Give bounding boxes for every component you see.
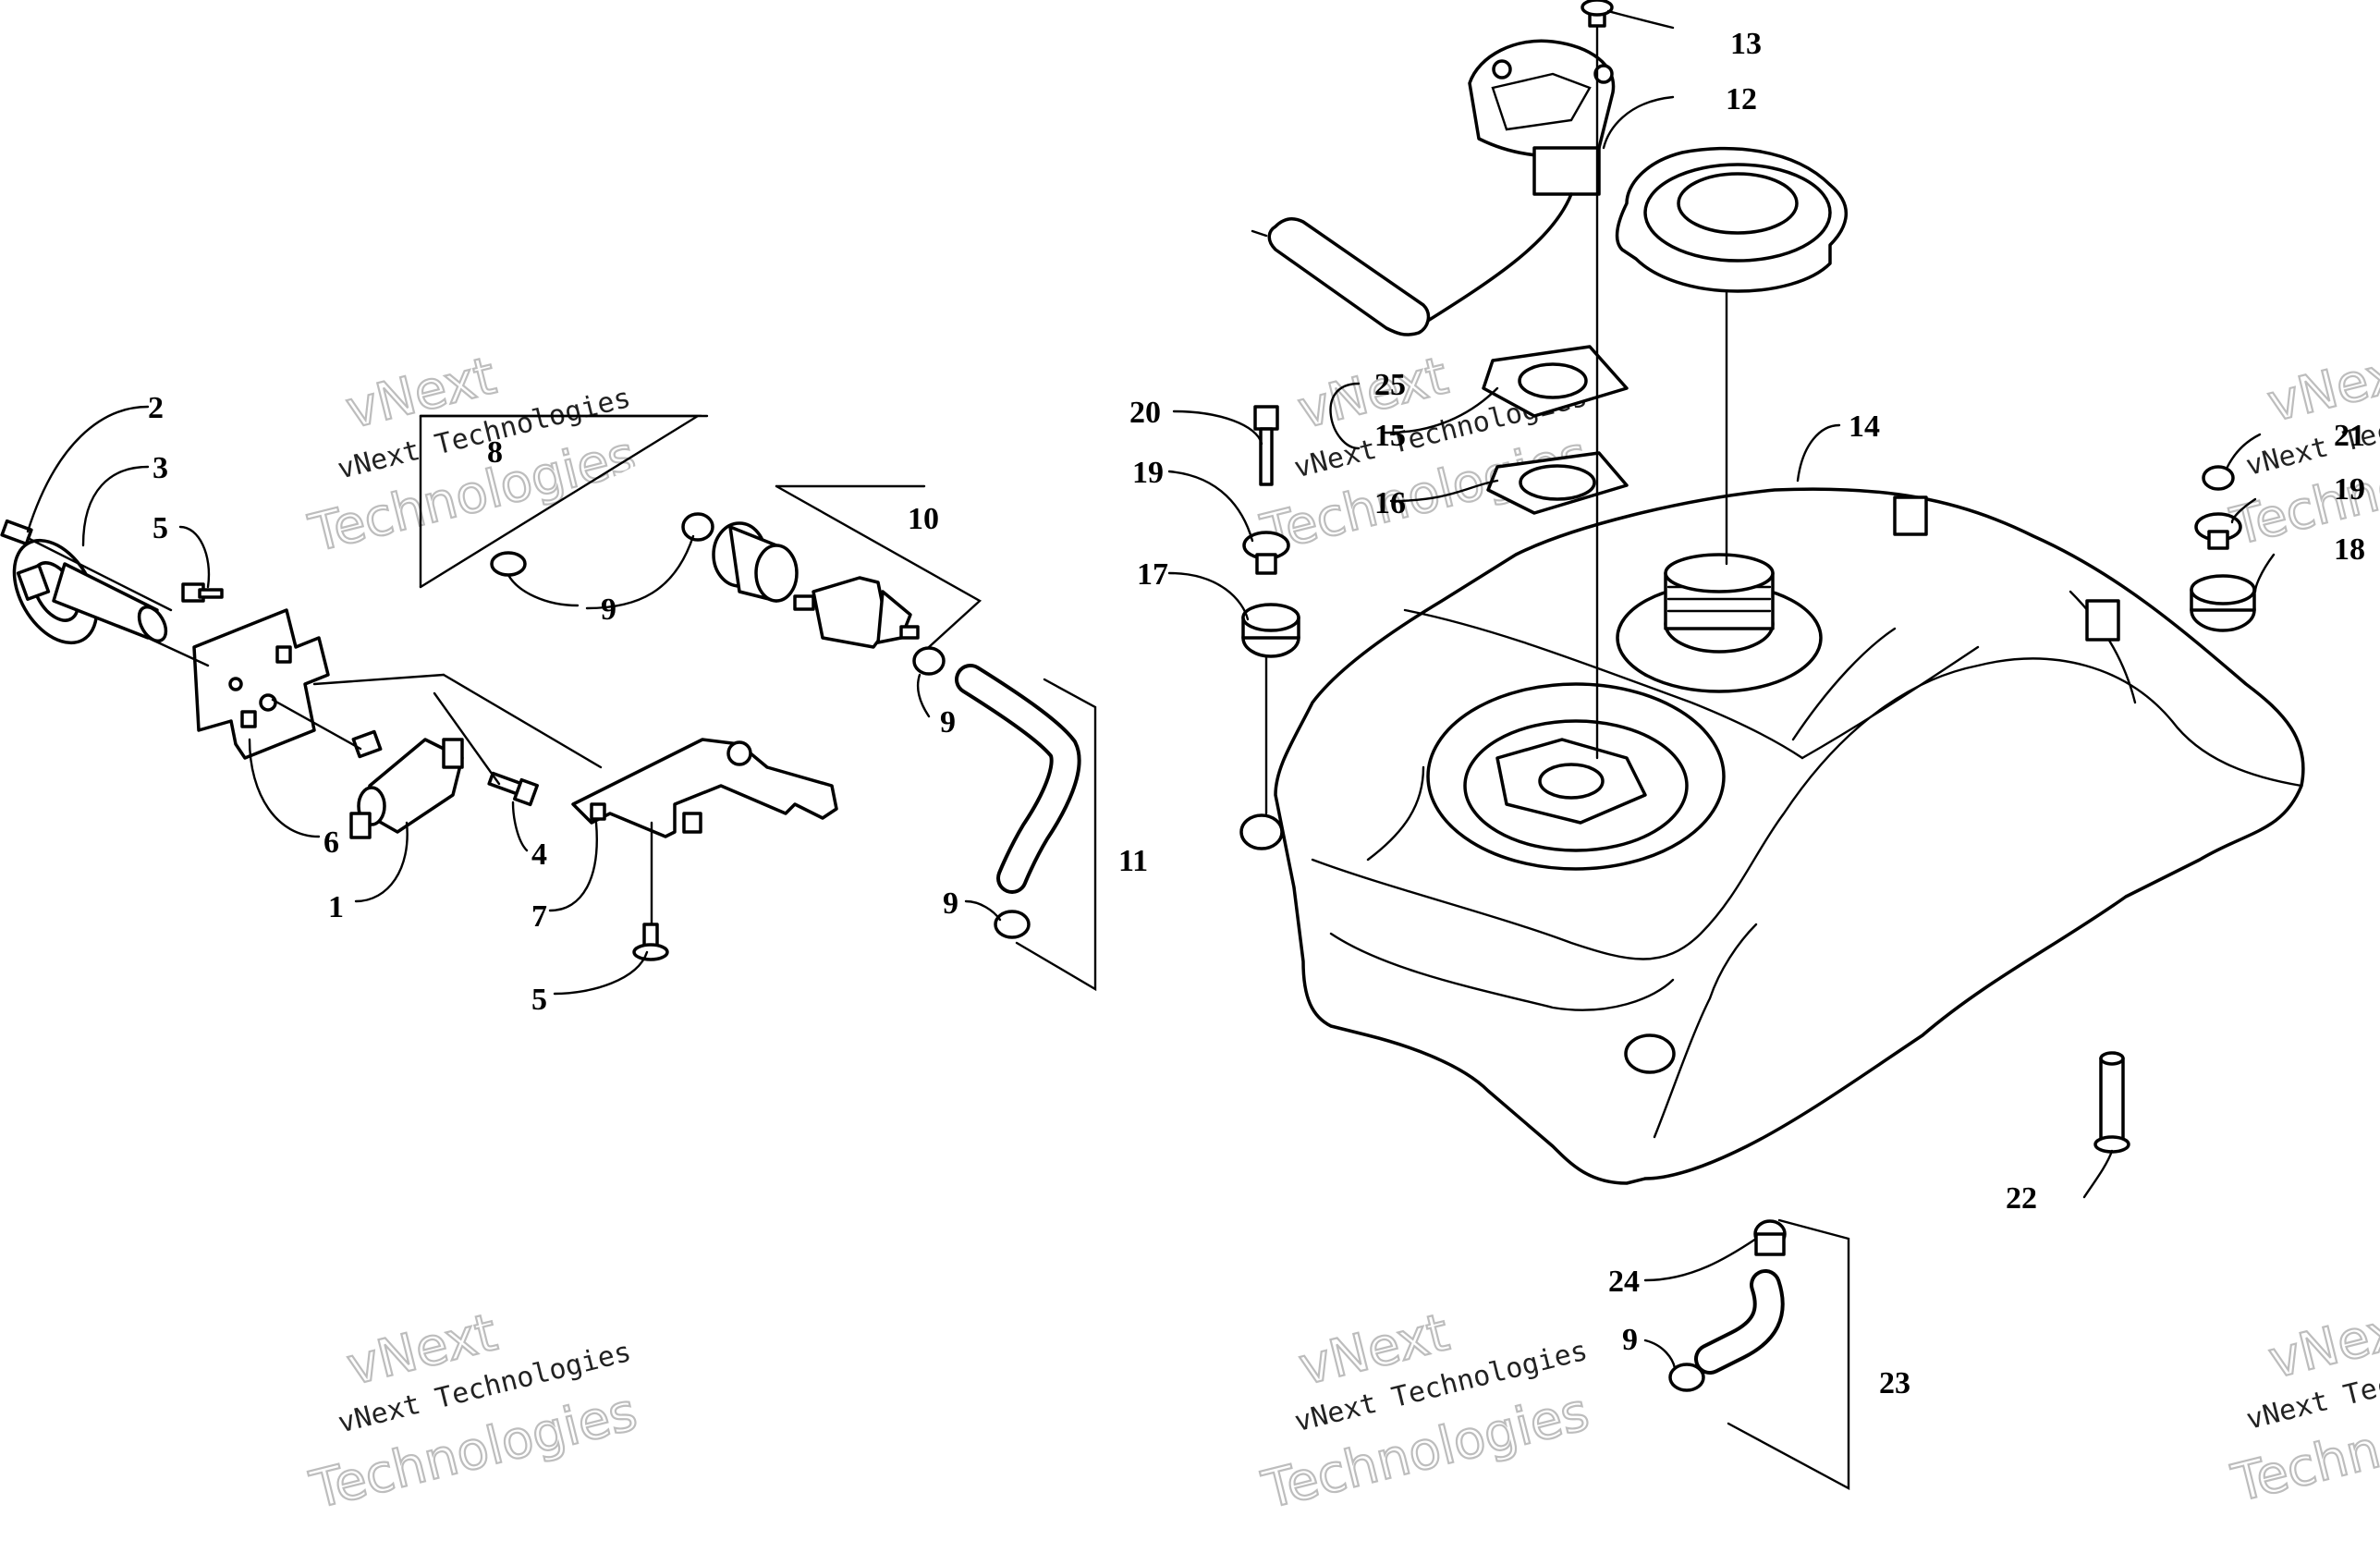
callout-label-5-lower: 5 <box>531 983 547 1017</box>
callout-label-21: 21 <box>2334 419 2365 453</box>
right-leader-lines <box>1264 26 1850 1491</box>
fuel-valve-part-1 <box>349 729 464 839</box>
callout-leaders <box>26 9 2276 1370</box>
watermark-top-left: vNext vNext Technologies Technologies <box>302 345 642 565</box>
pin-part-22 <box>2093 1051 2130 1154</box>
callout-label-9-outlet: 9 <box>943 886 958 921</box>
hose-clamp-part-24 <box>1753 1219 1787 1256</box>
callout-label-10: 10 <box>908 502 939 536</box>
watermark-bottom-left: vNext vNext Technologies Technologies <box>303 1302 643 1522</box>
hose-clamp-part-9-e <box>1668 1363 1705 1392</box>
bracket-plate-part-6 <box>192 608 330 760</box>
callout-label-1: 1 <box>328 890 344 924</box>
callout-label-9-hose: 9 <box>601 593 616 627</box>
hose-clamp-part-9-c <box>912 646 946 676</box>
bolt-part-5-lower <box>632 923 669 961</box>
bolt-part-5-upper <box>181 582 224 603</box>
fuel-tank-part-14 <box>1239 487 2305 1185</box>
callout-label-20: 20 <box>1129 396 1161 430</box>
callout-label-25: 25 <box>1374 368 1406 402</box>
callout-label-4: 4 <box>531 838 547 872</box>
callout-label-2: 2 <box>148 391 164 425</box>
gasket-part-16 <box>1486 451 1629 515</box>
callout-label-5-upper: 5 <box>153 511 168 545</box>
outlet-hose-part-11 <box>955 664 1081 894</box>
callout-label-18: 18 <box>2334 532 2365 567</box>
filter-sleeve-part-10 <box>712 521 799 603</box>
bolt-part-20 <box>1253 405 1279 486</box>
callout-label-22: 22 <box>2006 1181 2037 1216</box>
callout-label-12: 12 <box>1726 82 1757 116</box>
grommet-part-17 <box>1241 603 1300 658</box>
callout-label-6: 6 <box>323 825 339 860</box>
washer-part-19-left <box>1242 531 1290 575</box>
callout-label-3: 3 <box>153 451 168 485</box>
grommet-part-18 <box>2190 574 2256 632</box>
callout-label-14: 14 <box>1849 410 1880 444</box>
callout-label-8: 8 <box>487 435 503 470</box>
callout-label-19-left: 19 <box>1132 456 1164 490</box>
hose-part-8 <box>521 463 703 542</box>
left-leader-lines <box>26 414 1097 992</box>
watermark-bottom-right: vNext vNext Technologies Technologies <box>2226 1295 2380 1515</box>
vent-hose-part-23 <box>1694 1269 1785 1375</box>
nut-part-21 <box>2202 465 2235 491</box>
gasket-part-15 <box>1482 345 1629 418</box>
mounting-bracket-part-7 <box>571 738 838 838</box>
callout-label-17: 17 <box>1137 557 1168 592</box>
hose-clamp-part-9-a <box>490 551 527 577</box>
callout-label-24: 24 <box>1608 1265 1640 1299</box>
fuel-sender-part-13 <box>1422 0 1616 325</box>
float-arm-part-25 <box>1251 216 1431 336</box>
washer-part-19-right <box>2194 512 2242 550</box>
valve-knob-part-3 <box>12 538 168 645</box>
watermark-bottom-middle: vNext vNext Technologies Technologies <box>1255 1302 1595 1522</box>
callout-label-19-right: 19 <box>2334 472 2365 507</box>
callout-label-9-filter: 9 <box>940 705 956 740</box>
callout-label-11: 11 <box>1118 844 1148 878</box>
callout-label-16: 16 <box>1374 486 1406 520</box>
screw-part-2 <box>0 519 33 546</box>
hose-clamp-part-9-d <box>994 910 1031 939</box>
fuel-filter-part-10 <box>793 576 920 649</box>
fuel-cap-part-12 <box>1615 146 1849 293</box>
screw-part-4 <box>487 771 539 807</box>
callout-label-7: 7 <box>531 899 547 934</box>
callout-label-23: 23 <box>1879 1366 1910 1400</box>
callout-label-15: 15 <box>1374 419 1406 453</box>
callout-label-13: 13 <box>1730 27 1762 61</box>
callout-label-9-vent: 9 <box>1622 1323 1638 1357</box>
callout-labels: 2 3 5 6 1 4 7 5 8 9 10 9 9 11 13 12 25 2… <box>148 27 2365 1400</box>
hose-clamp-part-9-b <box>681 512 714 542</box>
